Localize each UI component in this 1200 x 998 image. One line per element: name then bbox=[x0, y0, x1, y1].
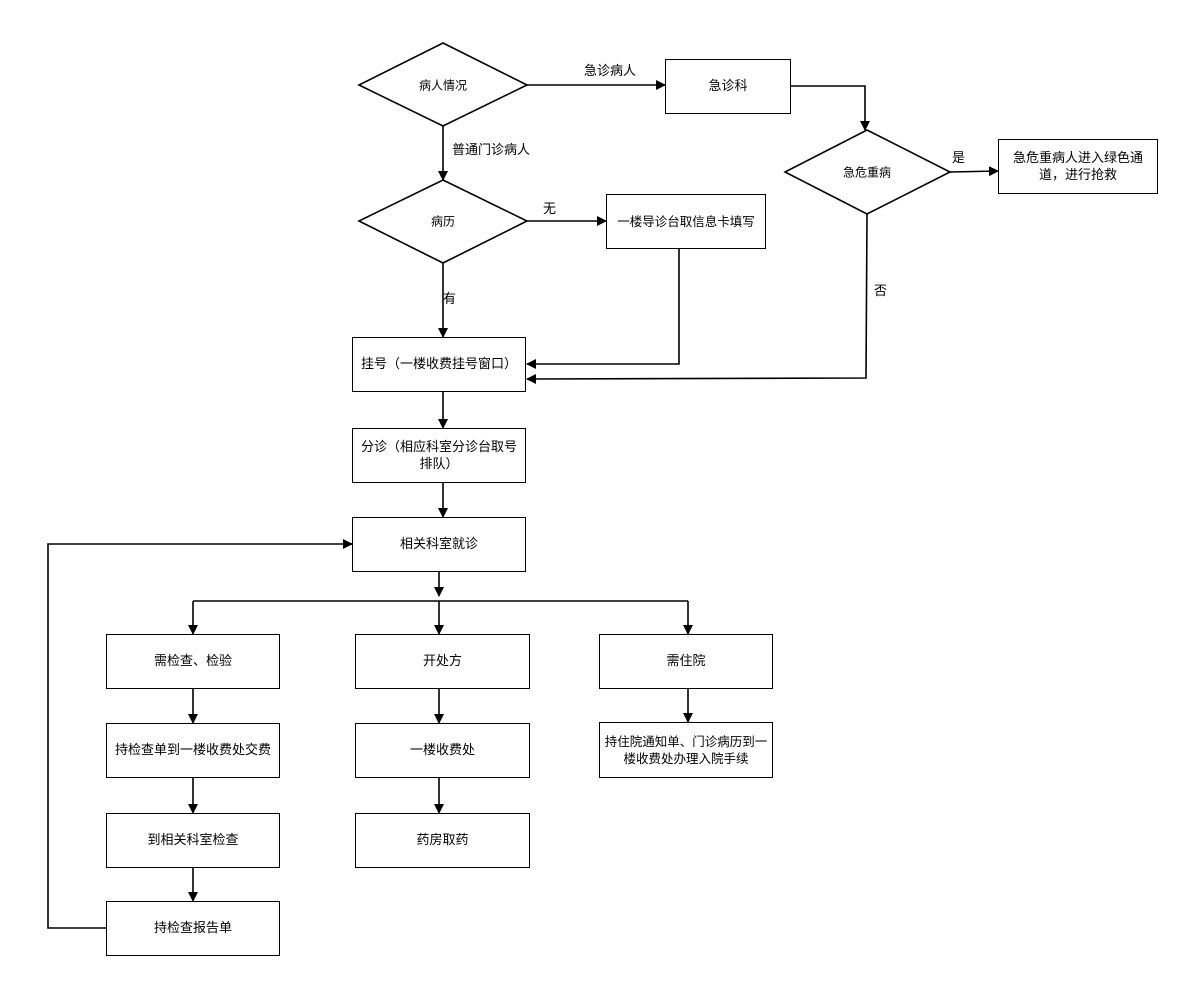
node-pharmacy: 药房取药 bbox=[355, 813, 530, 868]
node-go-exam: 到相关科室检查 bbox=[106, 813, 280, 868]
arrow-critical-to-registration bbox=[526, 213, 868, 384]
arrow-critical-to-green bbox=[949, 166, 999, 177]
node-need-admission: 需住院 bbox=[599, 634, 773, 689]
node-emergency-dept: 急诊科 bbox=[665, 59, 791, 114]
edge-label-regular-patient: 普通门诊病人 bbox=[452, 143, 531, 158]
node-registration: 挂号（一楼收费挂号窗口） bbox=[352, 337, 526, 392]
decision-critical-illness-label: 急危重病 bbox=[842, 165, 892, 180]
decision-patient-status-label: 病人情况 bbox=[418, 78, 468, 93]
node-department-visit: 相关科室就诊 bbox=[352, 517, 526, 572]
node-pay-exam: 持检查单到一楼收费处交费 bbox=[106, 723, 280, 778]
node-prescription: 开处方 bbox=[355, 634, 530, 689]
node-green-channel: 急危重病人进入绿色通道，进行抢救 bbox=[998, 139, 1158, 194]
edge-label-has-record: 有 bbox=[443, 292, 457, 307]
node-admission-procedure: 持住院通知单、门诊病历到一楼收费处办理入院手续 bbox=[599, 722, 773, 778]
edge-label-yes: 是 bbox=[952, 151, 966, 166]
node-exam-report: 持检查报告单 bbox=[106, 901, 280, 956]
node-cashier: 一楼收费处 bbox=[355, 723, 530, 778]
edge-label-emergency-patient: 急诊病人 bbox=[584, 64, 637, 79]
arrow-emergency-to-critical bbox=[791, 85, 870, 131]
arrow-report-back-to-visit bbox=[47, 539, 353, 929]
edge-label-no: 否 bbox=[874, 284, 888, 299]
arrow-infodesk-to-registration bbox=[526, 248, 680, 369]
node-info-card-desk: 一楼导诊台取信息卡填写 bbox=[606, 194, 766, 249]
node-need-exam: 需检查、检验 bbox=[106, 634, 280, 689]
edge-label-no-record: 无 bbox=[543, 202, 557, 217]
node-triage: 分诊（相应科室分诊台取号排队） bbox=[352, 428, 526, 483]
decision-medical-record-label: 病历 bbox=[430, 214, 456, 229]
